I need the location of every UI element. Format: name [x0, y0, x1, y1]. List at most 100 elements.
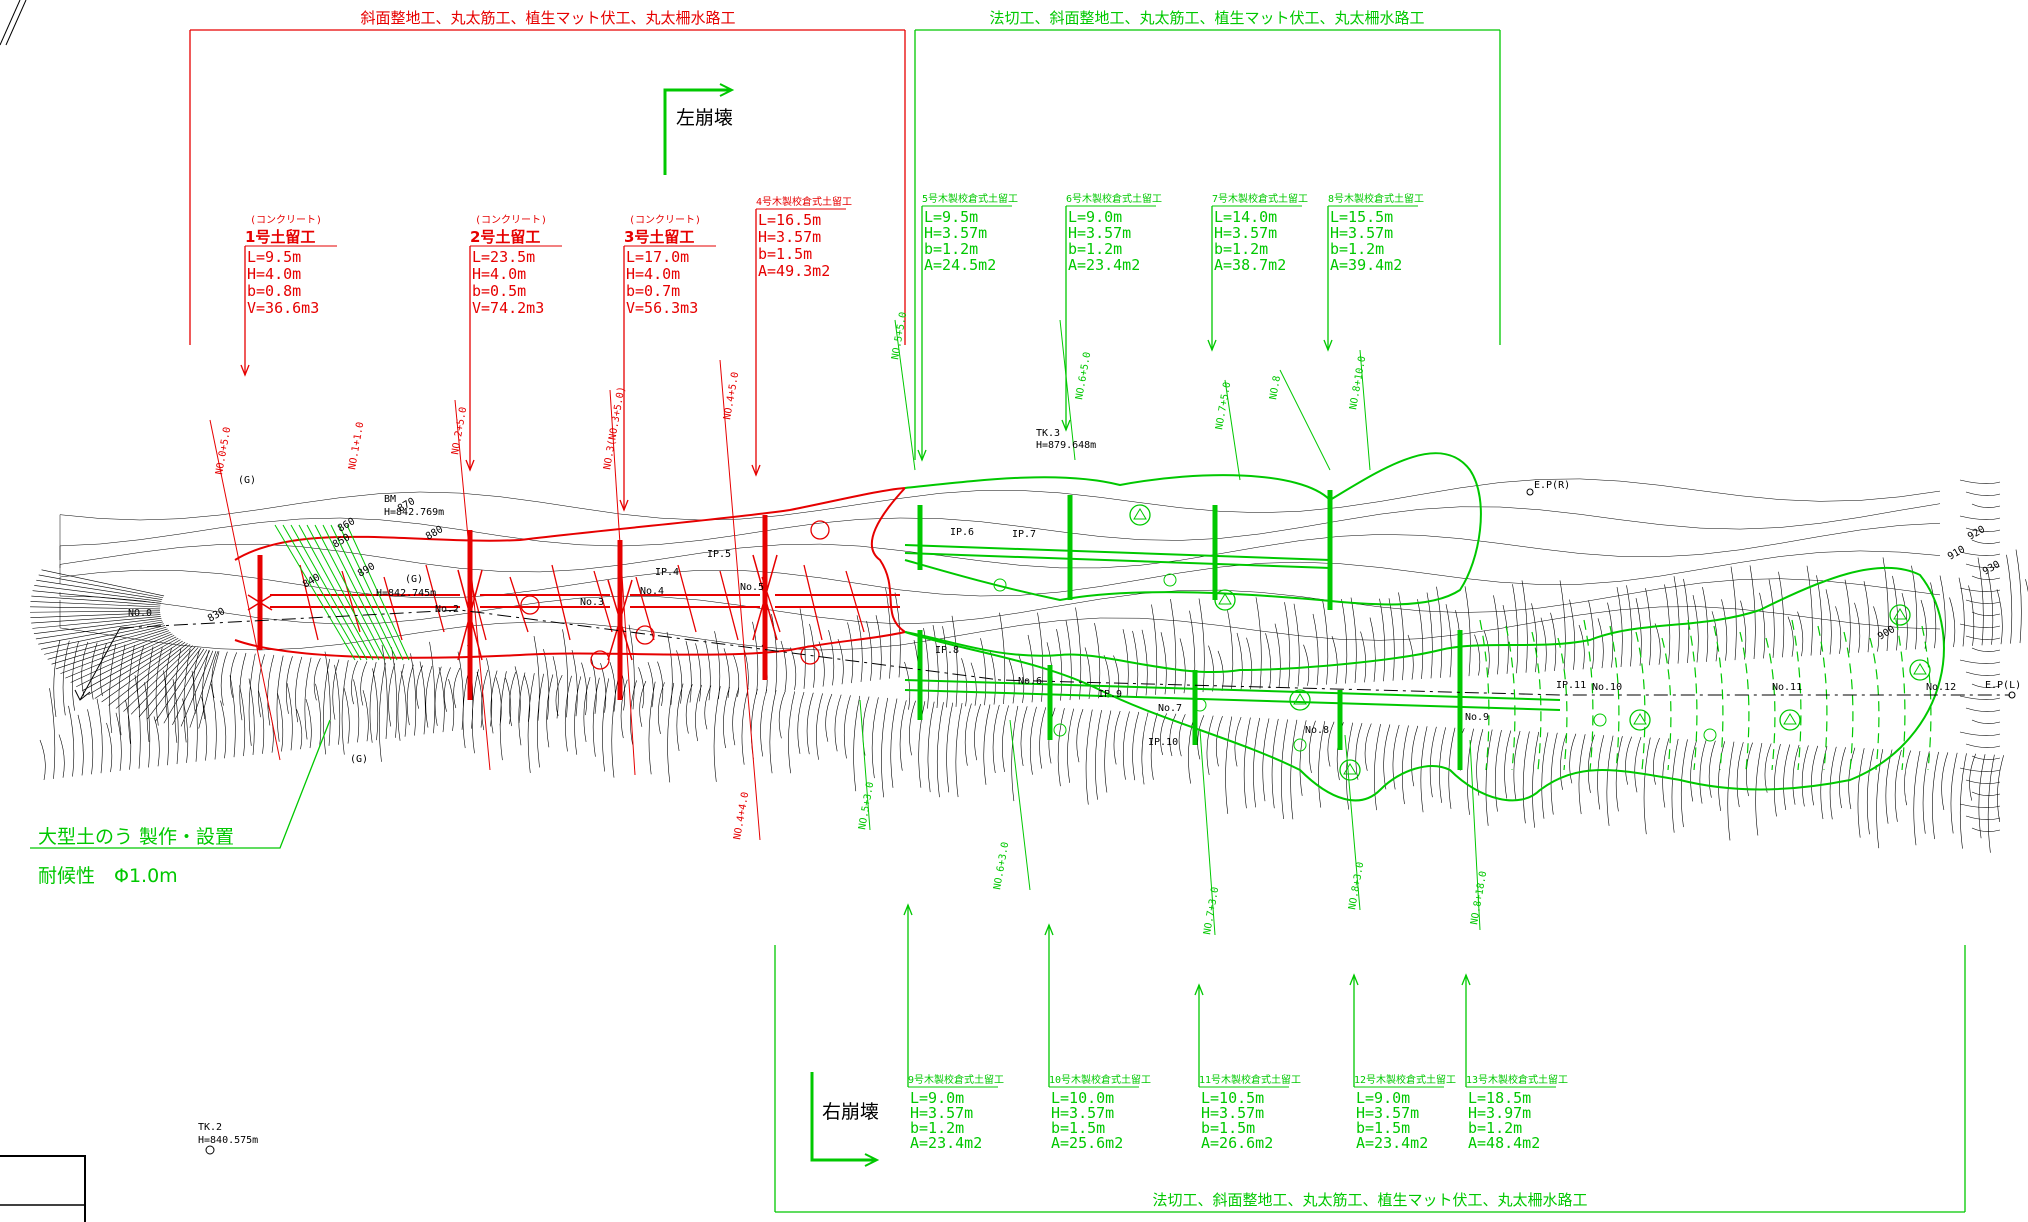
contour-line — [1764, 743, 1772, 793]
contour-line — [546, 674, 554, 748]
contour-line — [1959, 753, 1967, 849]
dam-red-spec-4: A=49.3m2 — [758, 262, 830, 280]
dam-green-bottom-spec-9: H=3.57m — [910, 1104, 973, 1122]
contour-line — [1290, 719, 1298, 820]
dam-red-spec-1: V=36.6m3 — [247, 299, 319, 317]
contour-line — [1281, 719, 1288, 820]
dam-green-top-spec-8: L=15.5m — [1330, 208, 1393, 226]
contour-line — [1476, 729, 1484, 796]
dam-green-top-spec-7: L=14.0m — [1214, 208, 1277, 226]
contour-line — [1634, 736, 1642, 793]
green-dashed-terrace — [1817, 625, 1828, 771]
dam-green-top-spec-8: H=3.57m — [1330, 224, 1393, 242]
contour-line — [955, 703, 963, 798]
contour-line — [723, 686, 730, 749]
contour-line — [992, 704, 1000, 774]
contour-line — [843, 695, 851, 759]
dam-green-top-name-5: 5号木製校倉式土留工 — [922, 192, 1018, 205]
contour-line — [230, 652, 237, 698]
survey-start-arrowhead — [74, 689, 91, 701]
contour-line — [1513, 730, 1521, 801]
contour-line — [1398, 592, 1405, 681]
contour-line — [788, 691, 795, 774]
contour-line — [909, 700, 916, 756]
contour-line — [108, 643, 188, 706]
green-dashed-terrace — [1609, 625, 1620, 771]
left-collapse-marker — [663, 88, 730, 175]
contour-line — [1521, 580, 1528, 673]
contour-line — [304, 657, 312, 740]
dam-green-top-arrow-8-head — [1323, 339, 1333, 352]
contour-line — [1388, 598, 1395, 681]
contour-line — [1792, 744, 1800, 805]
dam-red-name-1: 1号土留工 — [245, 228, 315, 246]
section-label-upper: NO.2+5.0 — [450, 406, 469, 455]
contour-line — [189, 651, 217, 728]
contour-line — [172, 650, 211, 726]
dam-green-top-arrow-6-head — [1061, 419, 1071, 432]
ip-label: IP.4 — [655, 567, 679, 578]
green-dashed-terrace — [1791, 619, 1802, 771]
dam-green-bottom-spec-11: A=26.6m2 — [1201, 1134, 1273, 1152]
contour-line — [388, 663, 396, 727]
green-channel-upper — [904, 552, 1331, 569]
dam-green-bottom-name-12: 12号木製校倉式土留工 — [1354, 1073, 1456, 1086]
contour-line — [1027, 634, 1034, 703]
bm2-height-label: H=842.745m — [376, 588, 436, 599]
contour-line — [1262, 718, 1270, 802]
contour-line — [115, 644, 191, 709]
contour-line — [695, 684, 702, 742]
dam-green-bottom-arrow-9-head — [903, 903, 913, 916]
contour-line — [1104, 710, 1112, 793]
green-site-marker-triangle — [1218, 593, 1232, 605]
red-log-step — [677, 564, 697, 633]
dam-red-spec-1: L=9.5m — [247, 248, 301, 266]
dam-red-name-4: 4号木製校倉式土留工 — [756, 195, 852, 208]
sandbag-hatch — [306, 524, 380, 661]
contour-line — [1635, 598, 1642, 666]
contour-line — [1958, 577, 1965, 647]
contour-line — [1225, 716, 1233, 814]
station-label: No.6 — [1018, 676, 1042, 687]
contour-line — [32, 616, 161, 629]
contour-line — [1597, 618, 1604, 669]
contour-line — [448, 679, 455, 732]
g-mark-label: (G) — [350, 754, 368, 765]
dam-green-bottom-spec-11: b=1.5m — [1201, 1119, 1255, 1137]
contour-line — [1718, 741, 1725, 811]
contour-label: 830 — [206, 606, 227, 625]
contour-line — [1959, 587, 2001, 592]
contour-line — [1768, 579, 1775, 658]
station-label: NO.0 — [128, 608, 152, 619]
right-collapse-label: 右崩壊 — [822, 1101, 879, 1123]
contour-line — [1702, 586, 1709, 662]
dam-green-top-name-6: 6号木製校倉式土留工 — [1066, 192, 1162, 205]
contour-line — [406, 664, 414, 726]
contour-line — [372, 668, 379, 741]
contour-line — [1978, 754, 1986, 839]
contour-line — [419, 661, 426, 735]
section-label-upper: NO.8+10.0 — [1348, 355, 1368, 410]
contour-line — [1464, 586, 1471, 677]
sandbag-leader — [30, 719, 331, 849]
dam-green-bottom-arrow-13-head — [1461, 973, 1471, 986]
contour-line — [685, 684, 693, 734]
contour-line — [351, 660, 358, 705]
contour-line — [30, 601, 161, 608]
contour-line — [1274, 623, 1281, 688]
contour-line — [1959, 767, 2001, 772]
contour-line — [1578, 734, 1586, 815]
dam-green-bottom-spec-11: L=10.5m — [1201, 1089, 1264, 1107]
contour-line — [780, 640, 787, 692]
contour-line — [1341, 599, 1348, 684]
contour-line — [1094, 623, 1101, 699]
contour-line — [1243, 717, 1251, 809]
dam-green-bottom-spec-10: b=1.5m — [1051, 1119, 1105, 1137]
g-mark-label: (G) — [238, 475, 256, 486]
dam-red-type-2: (コンクリート) — [475, 214, 547, 226]
green-works-header-bottom: 法切工、斜面整地工、丸太筋工、植生マット伏工、丸太柵水路工 — [1152, 1191, 1587, 1209]
red-log-step — [761, 576, 781, 633]
contour-line — [685, 641, 692, 703]
section-label-upper: NO.8 — [1268, 375, 1283, 401]
contour-line — [1969, 753, 1977, 801]
